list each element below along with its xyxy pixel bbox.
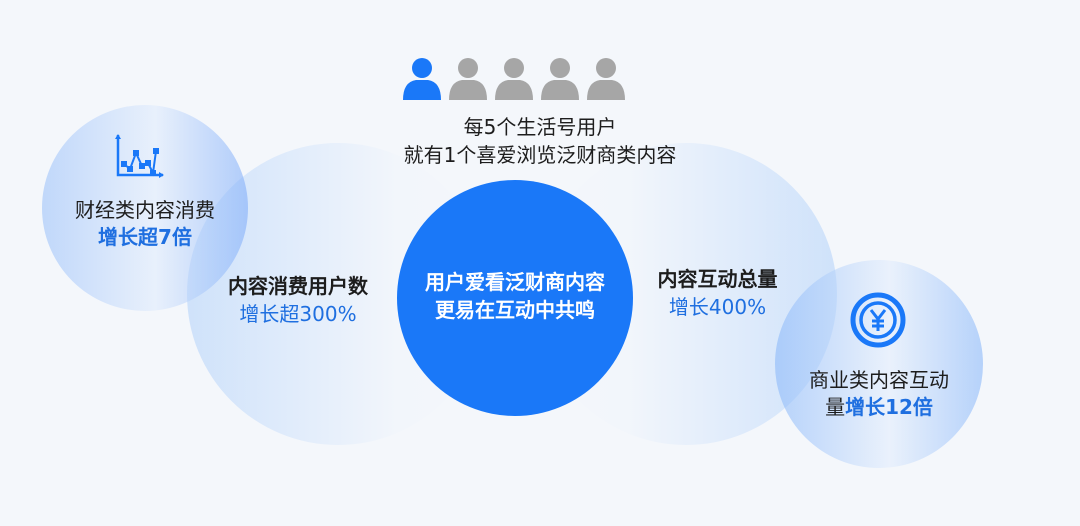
user-count-label: 内容消费用户数: [228, 274, 368, 298]
user-count-value: 增长超300%: [239, 302, 357, 326]
yuan-coin-icon: [850, 292, 906, 348]
person-icon: [541, 58, 579, 100]
person-icon: [587, 58, 625, 100]
person-icon: [449, 58, 487, 100]
finance-consumption-label: 财经类内容消费: [75, 198, 215, 222]
business-interaction-value: 增长12倍: [845, 395, 933, 419]
center-line-2: 更易在互动中共鸣: [435, 298, 595, 322]
person-active-icon: [403, 58, 441, 100]
person-icon: [495, 58, 533, 100]
business-interaction-label-suffix: 量: [825, 395, 846, 419]
header-line-1: 每5个生活号用户: [463, 115, 617, 139]
business-interaction-label: 商业类内容互动: [809, 368, 949, 392]
finance-consumption-circle: [42, 105, 248, 311]
header-line-2: 就有1个喜爱浏览泛财商类内容: [403, 143, 677, 167]
line-chart-icon: [115, 134, 164, 178]
people-icons: [401, 56, 627, 102]
interaction-total-label: 内容互动总量: [657, 267, 778, 291]
interaction-total-value: 增长400%: [668, 295, 767, 319]
center-line-1: 用户爱看泛财商内容: [425, 270, 605, 294]
finance-consumption-value: 增长超7倍: [98, 225, 192, 249]
center-circle: [397, 180, 633, 416]
business-interaction-value-line: 量增长12倍: [775, 394, 983, 420]
